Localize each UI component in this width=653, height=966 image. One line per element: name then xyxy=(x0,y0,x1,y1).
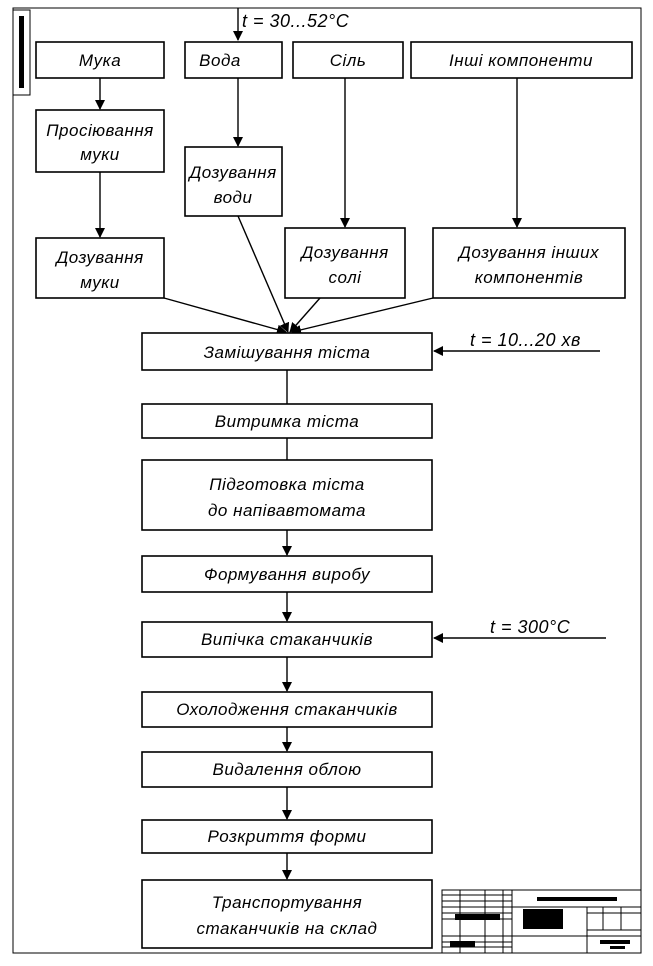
svg-text:Формування виробу: Формування виробу xyxy=(204,565,371,584)
svg-text:Витримка тіста: Витримка тіста xyxy=(215,412,359,431)
box-water: Вода xyxy=(184,41,283,79)
baking-temp-label: t = 300°С xyxy=(490,617,571,637)
svg-text:до напівавтомата: до напівавтомата xyxy=(208,501,366,520)
svg-text:муки: муки xyxy=(80,145,119,164)
svg-text:Охолодження стаканчиків: Охолодження стаканчиків xyxy=(176,700,398,719)
title-block xyxy=(441,889,642,954)
svg-text:Вода: Вода xyxy=(199,51,241,70)
box-flour: Мука xyxy=(35,41,165,79)
svg-text:Інші компоненти: Інші компоненти xyxy=(449,51,593,70)
svg-text:Транспортування: Транспортування xyxy=(212,893,362,912)
box-flour-sifting: Просіювання муки xyxy=(35,109,165,173)
svg-text:Замішування тіста: Замішування тіста xyxy=(204,343,371,362)
step-resting: Витримка тіста xyxy=(141,403,433,439)
side-stamp xyxy=(12,9,31,96)
svg-text:Дозування: Дозування xyxy=(299,243,388,262)
step-flash-removal: Видалення облою xyxy=(141,751,433,788)
svg-text:муки: муки xyxy=(80,273,119,292)
step-transport: Транспортування стаканчиків на склад xyxy=(141,879,433,949)
box-salt-dosing: Дозування солі xyxy=(284,227,406,299)
step-forming: Формування виробу xyxy=(141,555,433,593)
svg-text:Дозування: Дозування xyxy=(54,248,143,267)
svg-text:Сіль: Сіль xyxy=(330,51,367,70)
svg-text:стаканчиків на склад: стаканчиків на склад xyxy=(197,919,378,938)
svg-text:солі: солі xyxy=(329,268,363,287)
svg-text:Видалення облою: Видалення облою xyxy=(213,760,362,779)
svg-text:Підготовка тіста: Підготовка тіста xyxy=(209,475,365,494)
step-mold-opening: Розкриття форми xyxy=(141,819,433,854)
drawing-frame xyxy=(12,7,642,954)
step-preparation: Підготовка тіста до напівавтомата xyxy=(141,459,433,531)
svg-text:води: води xyxy=(214,188,253,207)
side-stamp-text xyxy=(19,16,24,88)
box-water-dosing: Дозування води xyxy=(184,146,283,217)
svg-text:компонентів: компонентів xyxy=(475,268,583,287)
step-mixing: Замішування тіста xyxy=(141,332,433,371)
svg-text:Мука: Мука xyxy=(79,51,121,70)
svg-text:Просіювання: Просіювання xyxy=(46,121,154,140)
water-temp-label: t = 30...52°С xyxy=(242,11,350,31)
input-arrows xyxy=(95,78,522,335)
svg-text:Дозування: Дозування xyxy=(187,163,276,182)
box-other-dosing: Дозування інших компонентів xyxy=(432,227,626,299)
box-flour-dosing: Дозування муки xyxy=(35,237,165,299)
svg-text:Випічка стаканчиків: Випічка стаканчиків xyxy=(201,630,373,649)
mixing-time-label: t = 10...20 хв xyxy=(470,330,581,350)
svg-text:Дозування інших: Дозування інших xyxy=(457,243,599,262)
svg-text:Розкриття форми: Розкриття форми xyxy=(208,827,367,846)
step-baking: Випічка стаканчиків xyxy=(141,621,433,658)
box-other-components: Інші компоненти xyxy=(410,41,633,79)
step-cooling: Охолодження стаканчиків xyxy=(141,691,433,728)
box-salt: Сіль xyxy=(292,41,404,79)
